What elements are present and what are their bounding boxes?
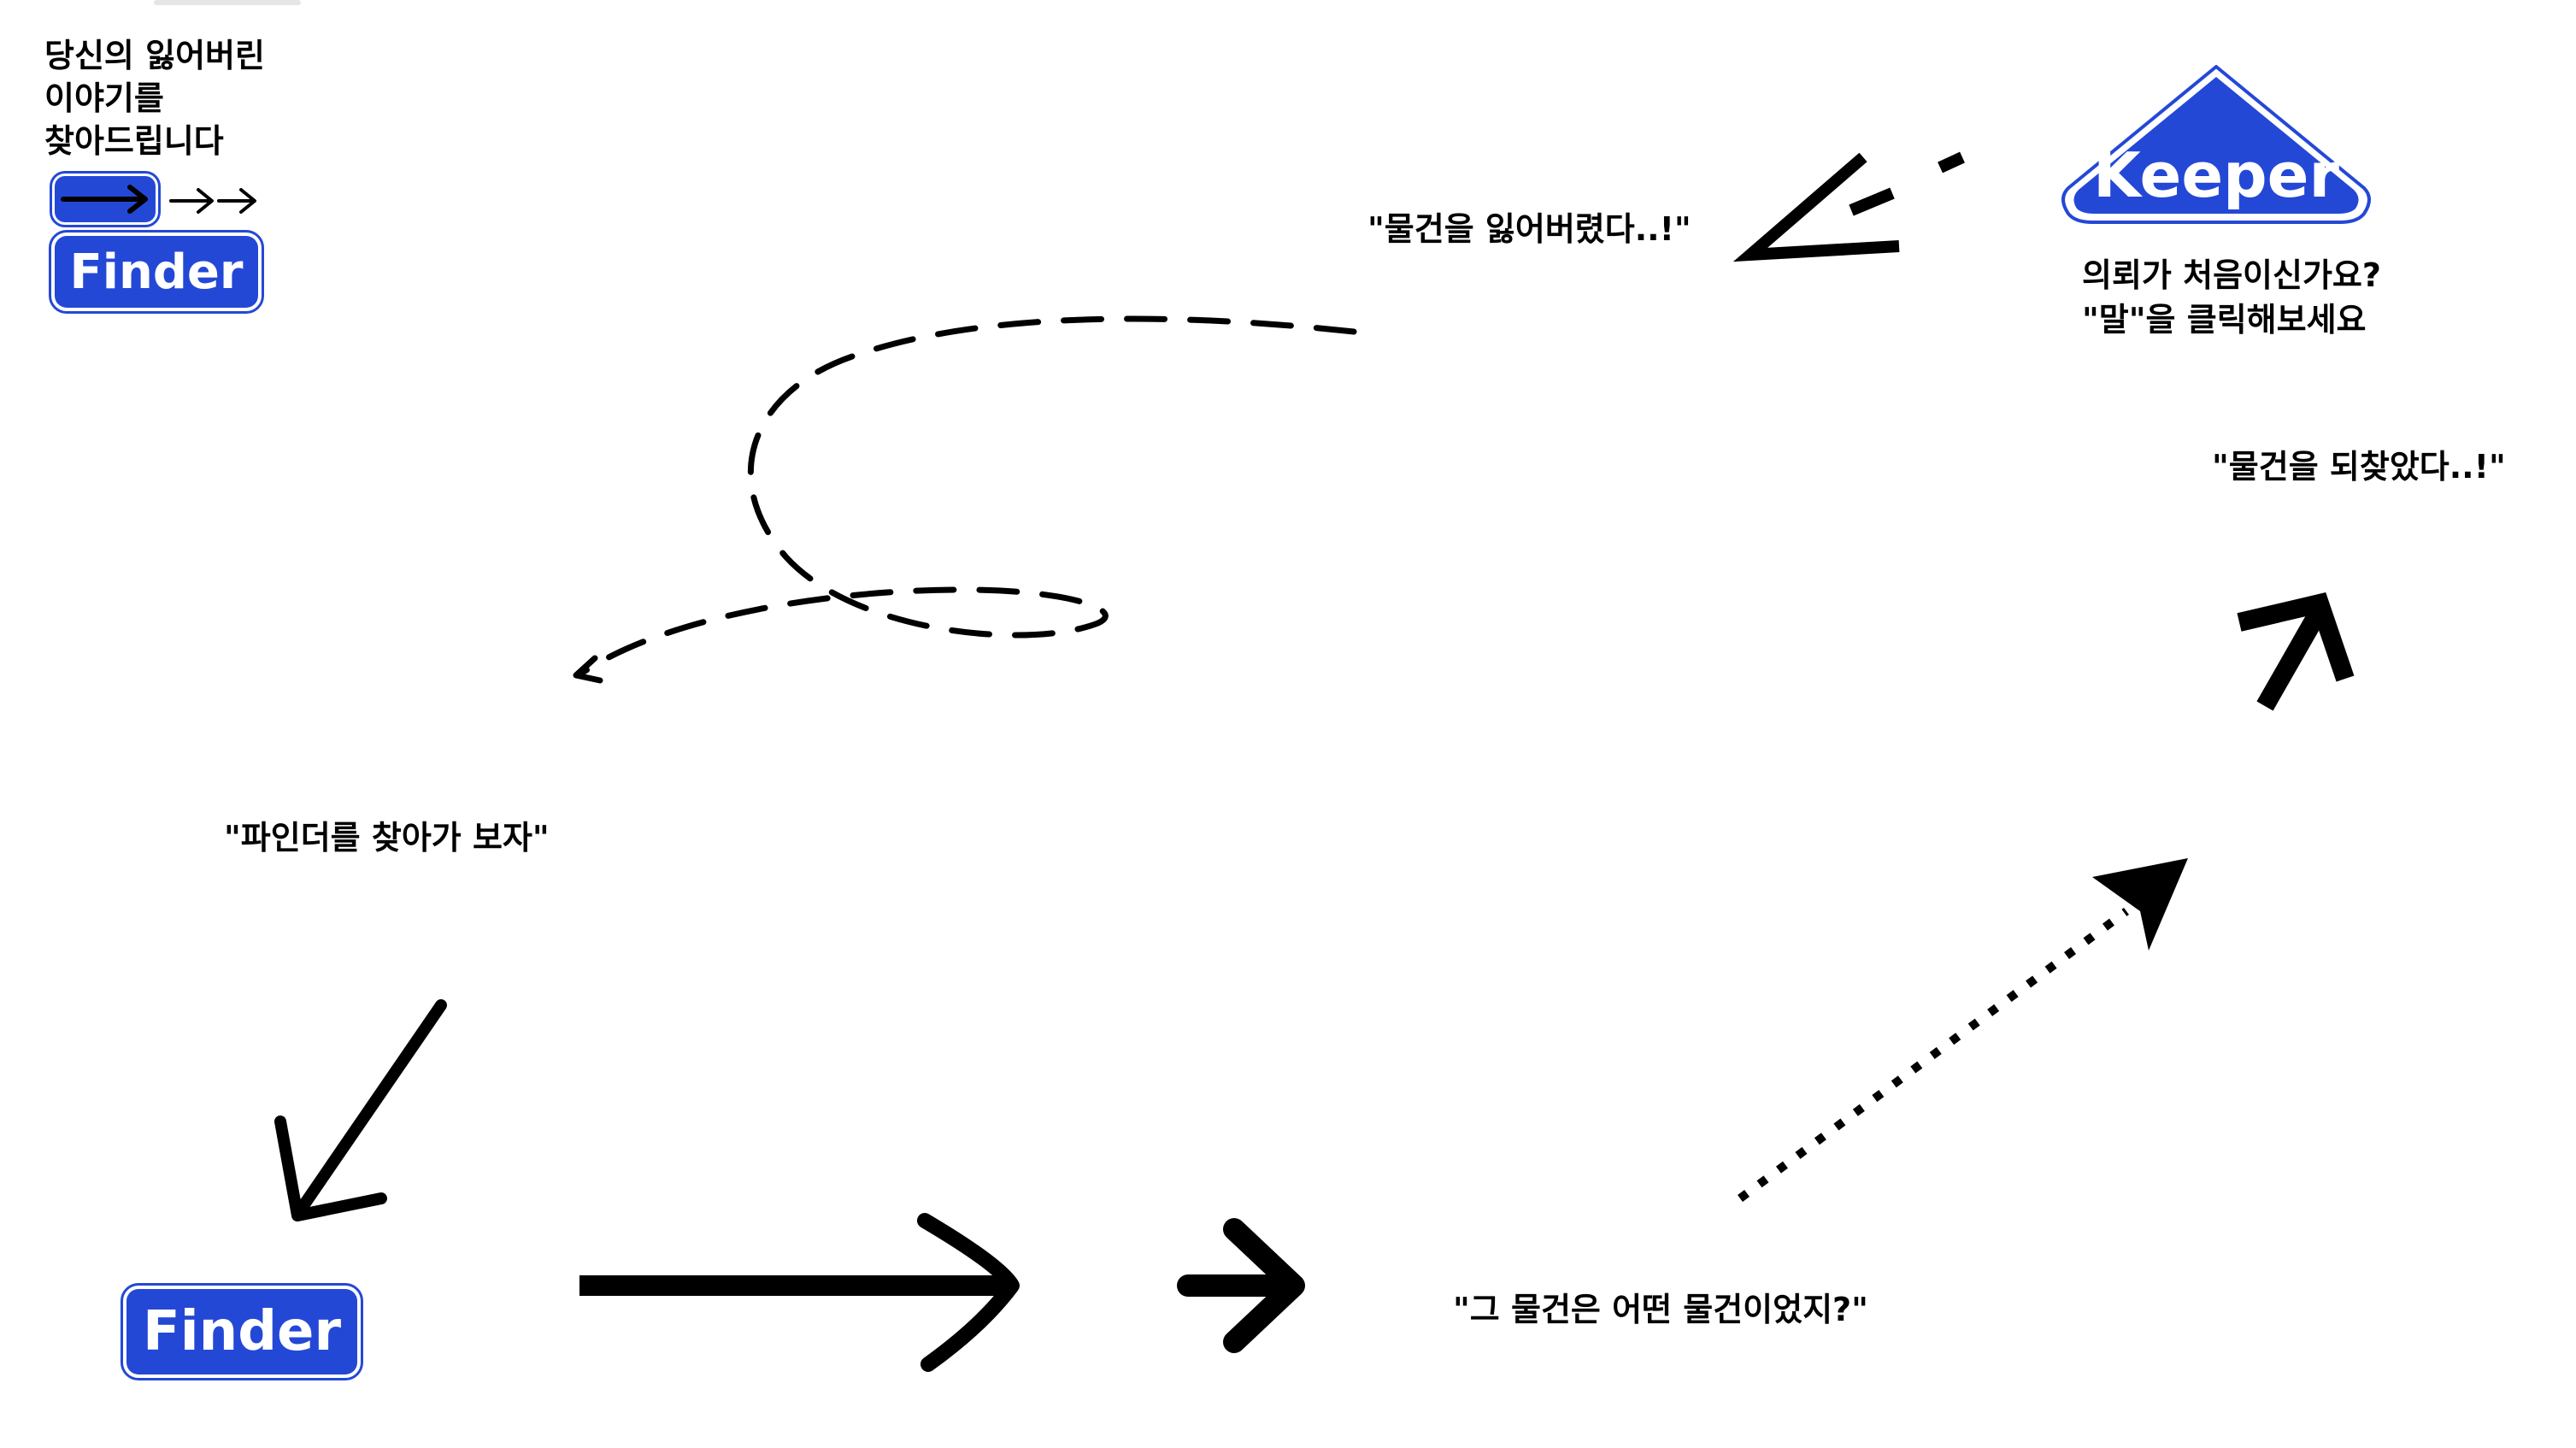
- top-scroll-indicator: [154, 0, 301, 5]
- arrow-up-right-icon: [2237, 592, 2355, 711]
- keeper-hint-line-1: 의뢰가 처음이신가요?: [2082, 256, 2381, 294]
- double-arrow-right-icon: [169, 188, 256, 214]
- finder-button[interactable]: Finder: [121, 1283, 363, 1380]
- story-lost-text: "물건을 잃어버렸다..!": [1367, 210, 1691, 248]
- finder-button-header[interactable]: Finder: [49, 230, 264, 314]
- tagline-line-3: 찾아드립니다: [44, 122, 224, 160]
- arrow-right-icon-graphic: [61, 185, 148, 214]
- keeper-hint-line-2: "말"을 클릭해보세요: [2082, 301, 2367, 338]
- loop-arrowhead-icon: [573, 655, 603, 684]
- brand-tagline: 당신의 잃어버린 이야기를 찾아드립니다: [44, 34, 318, 162]
- tagline-line-1: 당신의 잃어버린: [44, 37, 265, 74]
- long-arrow-right-icon: [579, 1213, 1020, 1372]
- loop-dashed-arrow-icon: [578, 315, 1357, 677]
- story-regained-text: "물건을 되찾았다..!": [2212, 448, 2506, 486]
- keeper-button[interactable]: Keeper: [2058, 51, 2374, 231]
- tagline-line-2: 이야기를: [44, 79, 164, 117]
- keeper-label: Keeper: [2093, 139, 2340, 211]
- arrow-down-left-icon: [274, 999, 447, 1221]
- dotted-arrow-up-right-icon: [1738, 858, 2188, 1203]
- dashed-arrow-left-icon: [1732, 151, 1965, 262]
- story-go-finder-text: "파인더를 찾아가 보자": [224, 819, 550, 856]
- story-what-item-text: "그 물건은 어떤 물건이었지?": [1453, 1291, 1868, 1328]
- arrow-right-icon[interactable]: [50, 171, 161, 227]
- keeper-hint: 의뢰가 처음이신가요? "말"을 클릭해보세요: [2082, 253, 2381, 342]
- arrow-right-icon: [1177, 1218, 1305, 1353]
